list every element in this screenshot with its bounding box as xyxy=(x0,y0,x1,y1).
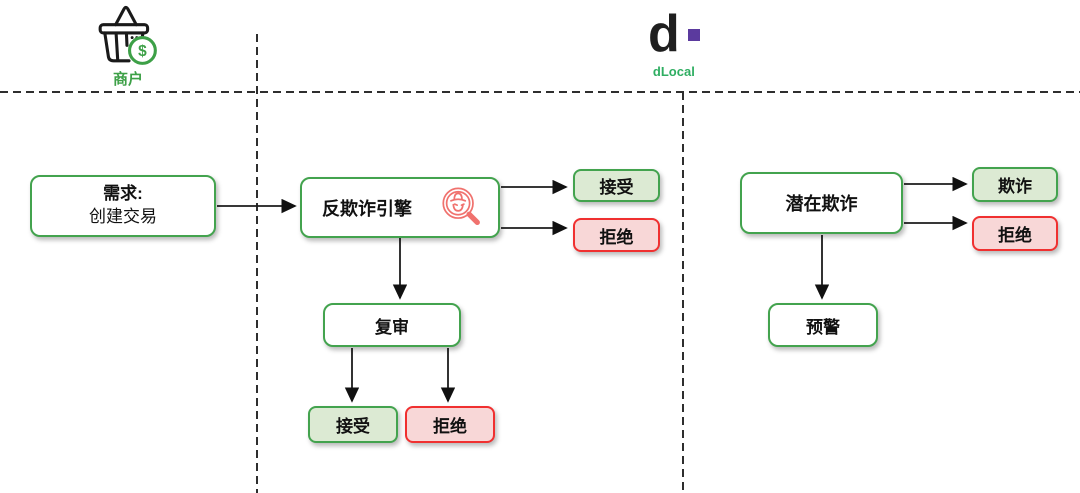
lane-label-dlocal: dLocal xyxy=(652,64,695,79)
node-engine-reject: 拒绝 xyxy=(573,218,660,252)
node-alert: 预警 xyxy=(768,303,878,347)
shopping-basket-icon: $ xyxy=(98,5,157,65)
dlocal-logo-letter: d xyxy=(648,5,680,63)
node-engine-accept-label: 接受 xyxy=(599,178,634,197)
node-review-label: 复审 xyxy=(375,317,409,337)
dollar-symbol: $ xyxy=(138,43,147,60)
node-review-accept: 接受 xyxy=(308,406,398,443)
node-alert-label: 预警 xyxy=(806,317,840,337)
detective-magnifier-icon xyxy=(442,186,480,225)
node-requirement-subtitle: 创建交易 xyxy=(89,207,157,226)
node-review-accept-label: 接受 xyxy=(336,417,370,436)
node-potential-fraud-label: 潜在欺诈 xyxy=(785,194,858,214)
dlocal-logo: d xyxy=(648,8,700,60)
node-review-reject-label: 拒绝 xyxy=(433,417,467,436)
node-fraud-reject: 拒绝 xyxy=(972,216,1058,251)
lane-header-dlocal: d dLocal xyxy=(648,8,700,79)
node-review-reject: 拒绝 xyxy=(405,406,495,443)
node-fraud-label: 欺诈 xyxy=(998,177,1032,196)
node-fraud-reject-label: 拒绝 xyxy=(998,226,1032,245)
node-requirement: 需求: 创建交易 xyxy=(30,175,216,237)
node-fraud: 欺诈 xyxy=(972,167,1058,202)
dollar-coin-icon xyxy=(128,36,157,65)
node-anti-fraud-engine-label: 反欺诈引擎 xyxy=(322,198,412,219)
lane-label-merchant: 商户 xyxy=(112,71,143,88)
dlocal-logo-dot-icon xyxy=(687,29,700,41)
node-engine-accept: 接受 xyxy=(573,169,660,202)
node-potential-fraud: 潜在欺诈 xyxy=(740,172,903,234)
lane-header-merchant: $ 商户 xyxy=(92,4,164,89)
node-requirement-title: 需求: xyxy=(103,184,143,204)
node-anti-fraud-engine: 反欺诈引擎 xyxy=(300,177,500,238)
node-review: 复审 xyxy=(323,303,461,347)
node-engine-reject-label: 拒绝 xyxy=(599,227,634,247)
